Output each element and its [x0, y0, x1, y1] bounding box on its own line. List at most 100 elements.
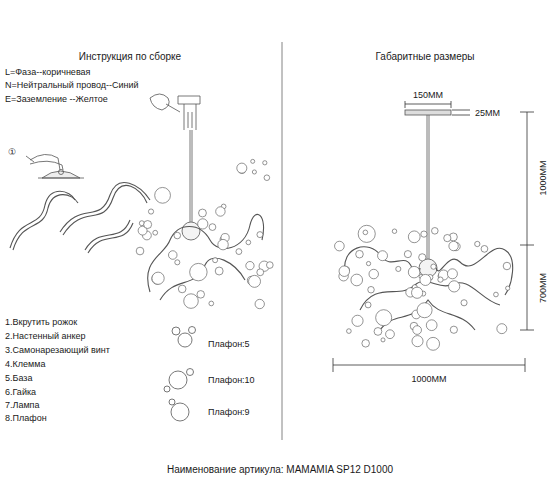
glass-bubble	[174, 232, 181, 239]
glass-bubble	[252, 170, 256, 174]
wire-note: N=Нейтральный провод--Синий	[5, 80, 139, 90]
glass-bubble	[506, 286, 510, 290]
glass-bubble	[432, 228, 439, 235]
glass-bubble	[246, 261, 254, 269]
part-name: 2.Настенный анкер	[5, 331, 86, 341]
glass-bubble	[209, 301, 214, 306]
dimension: 25MM	[474, 108, 501, 118]
glass-bubble	[148, 209, 153, 214]
glass-bubble	[381, 338, 385, 342]
glass-bubble	[246, 240, 251, 245]
glass-bubble	[386, 330, 395, 339]
glass-bubble	[144, 221, 152, 229]
glass-bubble	[209, 224, 216, 231]
glass-bubble	[136, 247, 144, 255]
section-heading: Инструкция по сборке	[79, 51, 181, 63]
glass-bubble	[184, 294, 199, 309]
part-name: 6.Гайка	[5, 387, 36, 397]
glass-bubble	[215, 267, 223, 275]
glass-bubbles	[136, 159, 511, 350]
glass-bubble	[365, 302, 371, 308]
glass-bubble	[366, 261, 370, 265]
glass-bubble	[199, 209, 207, 217]
glass-bubble	[431, 264, 436, 269]
assembled-chandelier	[148, 130, 264, 300]
glass-bubble	[339, 266, 350, 277]
glass-bubble	[168, 251, 177, 260]
glass-bubble	[412, 336, 423, 347]
glass-bubble	[198, 219, 208, 229]
divider-line	[282, 42, 283, 440]
glass-bubble	[497, 324, 507, 334]
glass-bubble	[347, 329, 352, 334]
glass-bubble	[178, 285, 186, 293]
part-name: 4.Клемма	[5, 359, 45, 369]
glass-bubble	[356, 250, 364, 258]
glass-bubble	[427, 337, 440, 350]
screwdriver	[150, 94, 200, 130]
glass-bubble	[257, 269, 264, 276]
glass-bubble	[461, 300, 467, 306]
wire-note: E=Заземление --Желтое	[5, 94, 108, 104]
ceiling-mount	[26, 154, 84, 178]
glass-bubble	[237, 163, 247, 173]
glass-bubble	[396, 266, 401, 271]
caption: Наименование артикула: MAMAMIA SP12 D100…	[167, 464, 393, 476]
glass-bubble	[369, 269, 378, 278]
glass-bubble	[450, 326, 457, 333]
glass-bubble	[152, 272, 164, 284]
arms	[10, 182, 150, 253]
glass-bubble	[449, 241, 458, 250]
dimension: 1000MM	[410, 374, 447, 384]
glass-bubble	[503, 262, 511, 270]
glass-bubble	[335, 241, 345, 251]
glass-bubble	[351, 274, 363, 286]
glass-bubble	[175, 260, 180, 265]
glass-bubble	[421, 231, 427, 237]
glass-bubble	[155, 187, 171, 203]
glass-bubble	[438, 277, 443, 282]
dimension: 700MM	[538, 272, 548, 304]
ceiling-plate	[405, 110, 451, 277]
chandelier-arms	[344, 247, 512, 330]
glass-bubble	[190, 263, 207, 280]
glass-bubble	[426, 320, 437, 331]
glass-bubble	[420, 274, 431, 285]
glass-bubble	[257, 232, 263, 238]
plafon-count: Плафон:5	[208, 339, 250, 349]
glass-bubble	[475, 241, 480, 246]
glass-bubble	[413, 326, 422, 335]
glass-bubble	[376, 310, 392, 326]
part-name: 1.Вкрутить рожок	[5, 317, 77, 327]
glass-bubble	[374, 328, 382, 336]
glass-bubble	[153, 230, 158, 235]
glass-bubble	[417, 303, 432, 318]
part-name: 8.Плафон	[5, 413, 47, 423]
glass-bubble	[392, 229, 396, 233]
glass-bubble	[368, 286, 375, 293]
dimension: 150MM	[412, 90, 444, 100]
glass-bubble	[197, 291, 205, 299]
glass-bubble	[266, 262, 273, 269]
glass-bubble	[419, 254, 426, 261]
section-heading: Габаритные размеры	[375, 51, 474, 63]
glass-bubble	[447, 269, 457, 279]
plafon-icons	[164, 327, 196, 422]
glass-bubble	[404, 251, 411, 258]
dimension-lines	[333, 101, 534, 372]
glass-bubble	[216, 207, 225, 216]
plafon-count: Плафон:9	[208, 407, 250, 417]
glass-bubble	[251, 159, 255, 163]
glass-bubble	[363, 230, 368, 235]
glass-bubble	[263, 161, 267, 165]
glass-bubble	[412, 287, 423, 298]
glass-bubble	[449, 281, 460, 292]
part-name: 5.База	[5, 373, 32, 383]
glass-bubble	[358, 225, 375, 242]
glass-bubble	[408, 266, 420, 278]
part-name: 7.Лампа	[5, 400, 39, 410]
plafon-count: Плафон:10	[208, 375, 255, 385]
glass-bubble	[481, 245, 488, 252]
glass-bubble	[378, 251, 388, 261]
